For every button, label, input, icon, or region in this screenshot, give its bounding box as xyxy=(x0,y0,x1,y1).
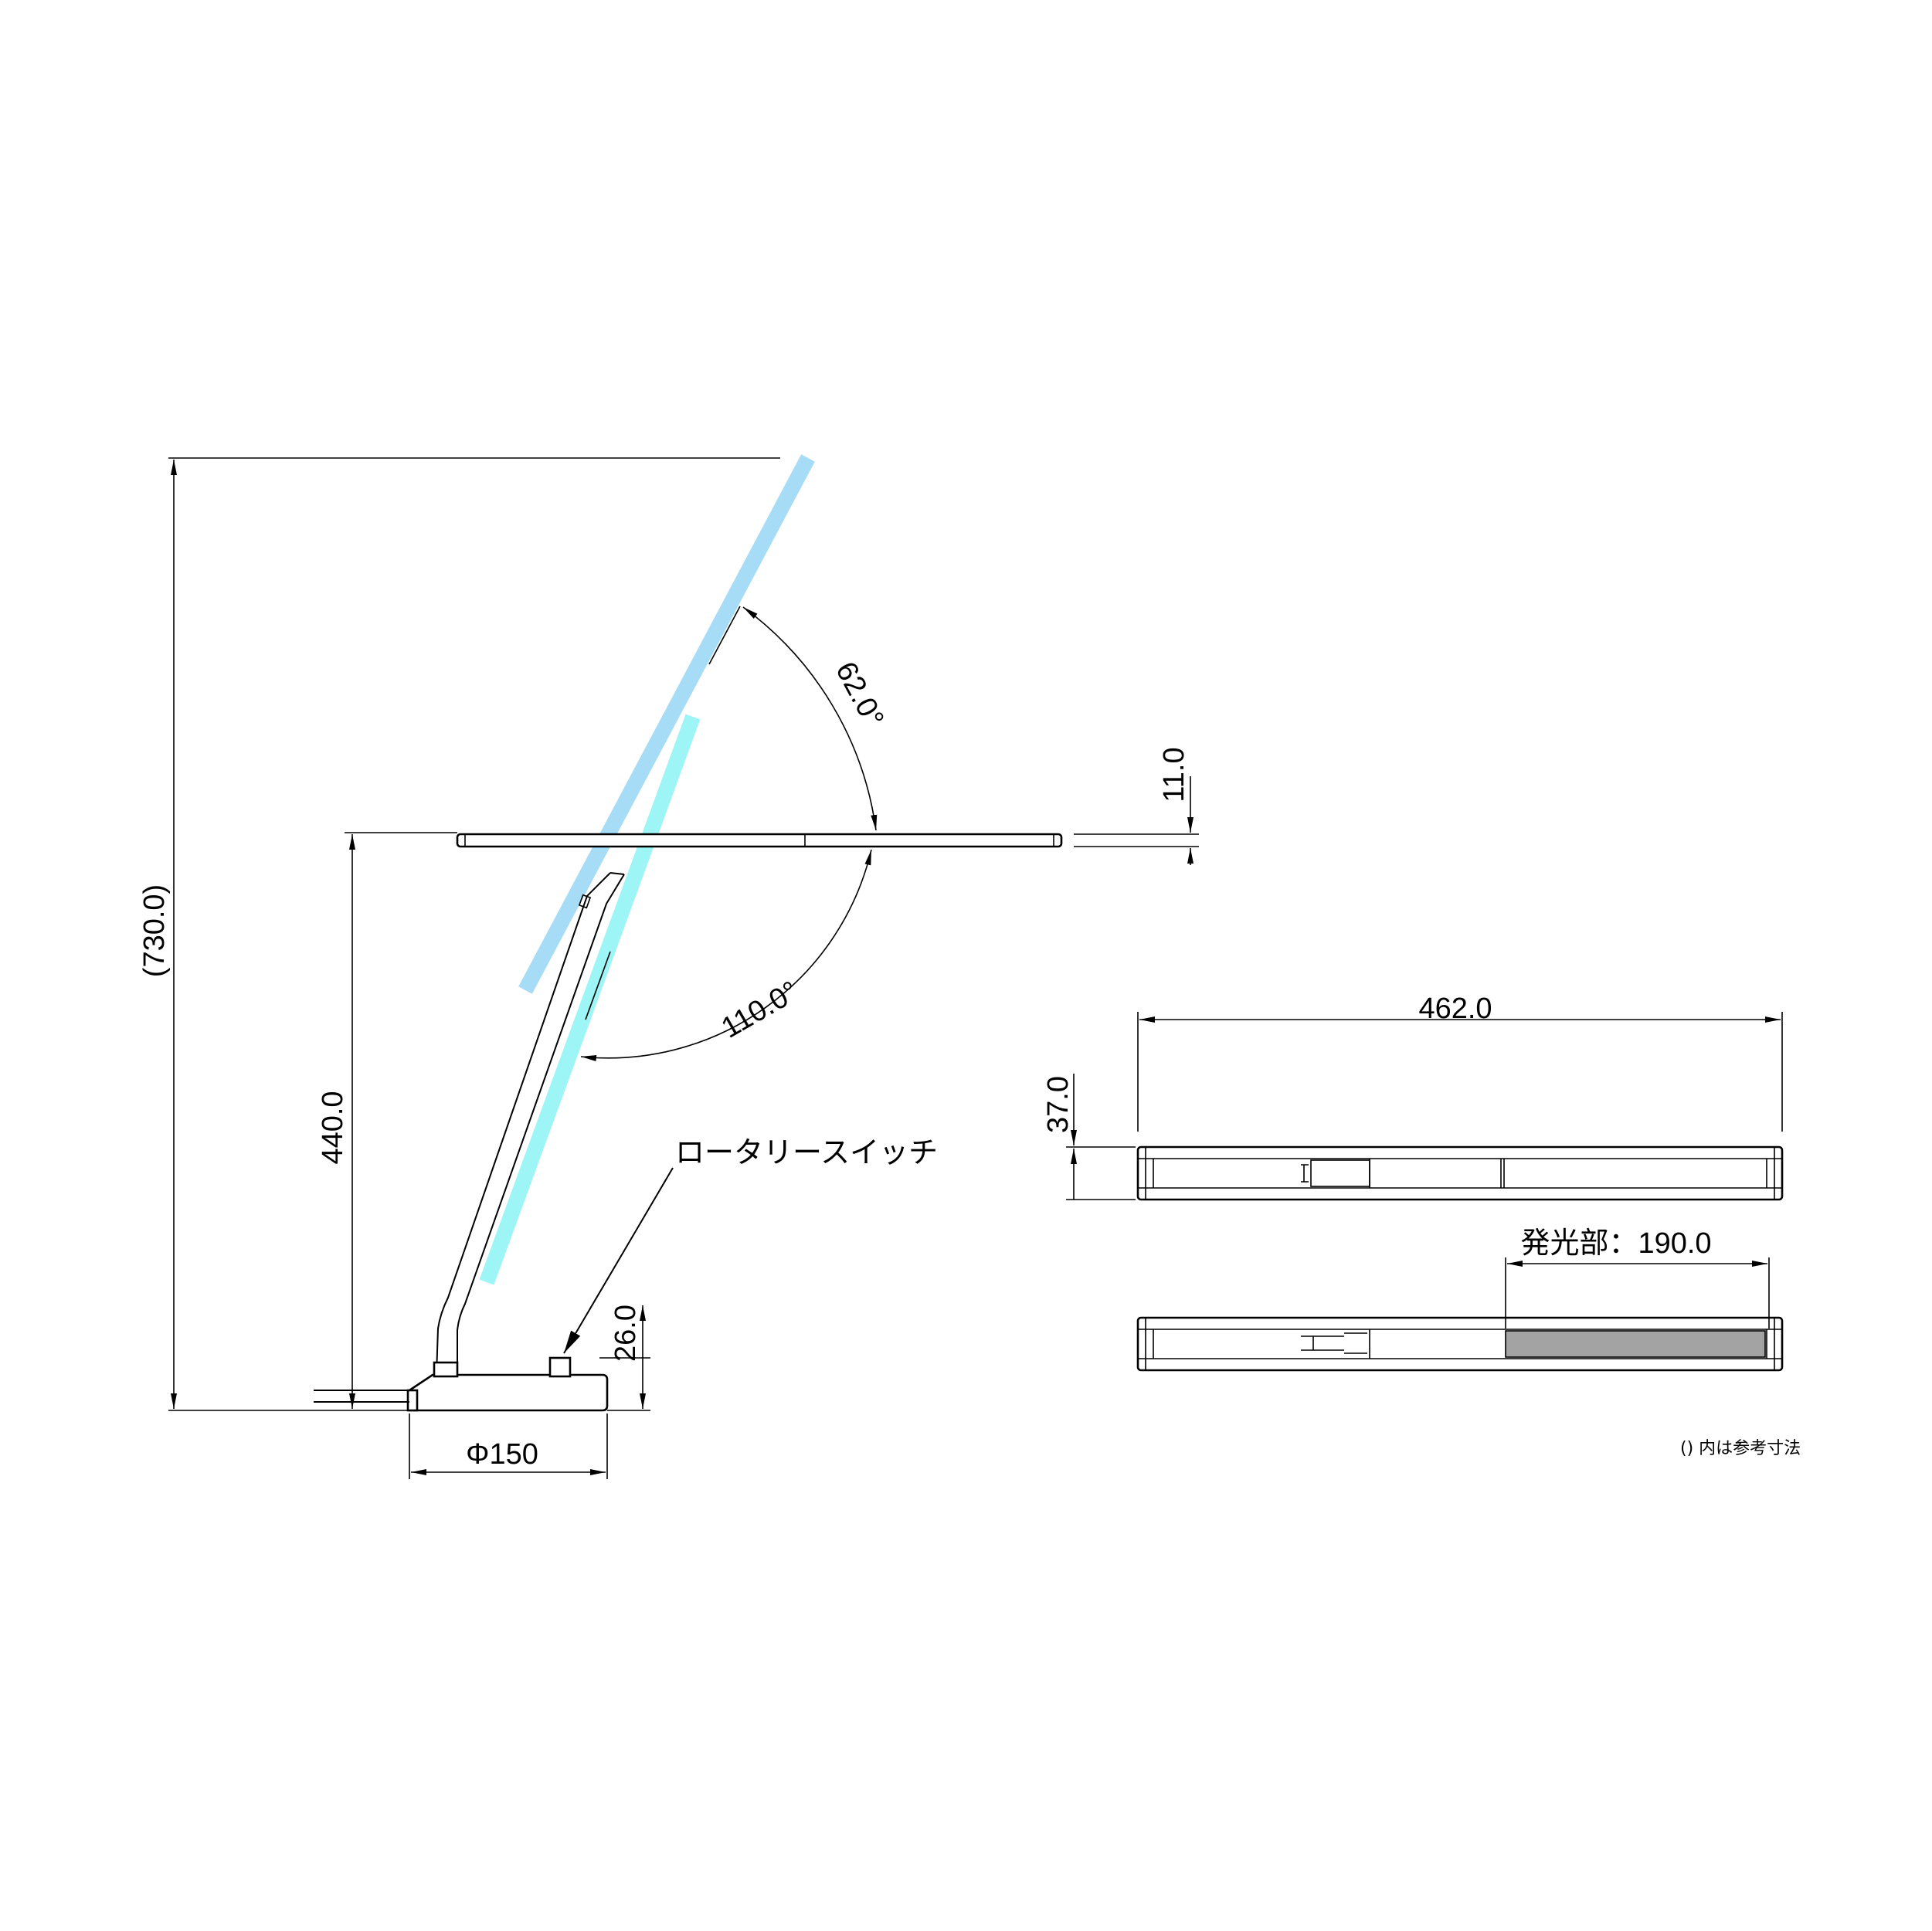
dim-head-depth: 37.0 xyxy=(1042,1074,1136,1200)
side-view: ロータリースイッチ (730.0) 440.0 11.0 26.0 xyxy=(138,454,1199,1479)
head-top-view xyxy=(1136,1145,1784,1201)
dim-arm-height: 440.0 xyxy=(317,832,457,1409)
arm-height-value: 440.0 xyxy=(317,1091,349,1164)
dim-head-thickness: 11.0 xyxy=(1074,747,1199,865)
rotary-switch-label: ロータリースイッチ xyxy=(675,1137,938,1169)
base-height-value: 26.0 xyxy=(609,1305,642,1362)
dim-overall-height: (730.0) xyxy=(138,457,780,1411)
reference-note: () 内は参考寸法 xyxy=(1680,1439,1801,1458)
dim-tilt-up-angle: 62.0° xyxy=(708,606,890,831)
dim-emitting-section: 発光部：190.0 xyxy=(1505,1227,1770,1329)
dim-tilt-down-angle: 110.0° xyxy=(580,849,872,1061)
lamp-base xyxy=(314,1356,609,1412)
dim-head-length: 462.0 xyxy=(1137,993,1783,1132)
head-length-value: 462.0 xyxy=(1418,993,1492,1025)
head-bottom-view xyxy=(1136,1316,1784,1372)
emitting-section-value: 発光部：190.0 xyxy=(1520,1227,1711,1260)
head-thickness-value: 11.0 xyxy=(1158,747,1190,802)
tilt-up-angle-value: 62.0° xyxy=(829,657,890,732)
tilt-down-angle-value: 110.0° xyxy=(716,976,804,1045)
base-diameter-value: Φ150 xyxy=(466,1438,538,1471)
rotary-switch-leader xyxy=(563,1167,674,1354)
head-raised xyxy=(518,454,815,994)
emitting-area xyxy=(1505,1330,1766,1358)
head-depth-value: 37.0 xyxy=(1042,1076,1075,1133)
head-horizontal xyxy=(456,833,1063,848)
head-lowered xyxy=(479,714,701,1285)
overall-height-value: (730.0) xyxy=(138,884,171,977)
dim-base-height: 26.0 xyxy=(599,1305,650,1411)
dim-base-diameter: Φ150 xyxy=(409,1413,608,1479)
